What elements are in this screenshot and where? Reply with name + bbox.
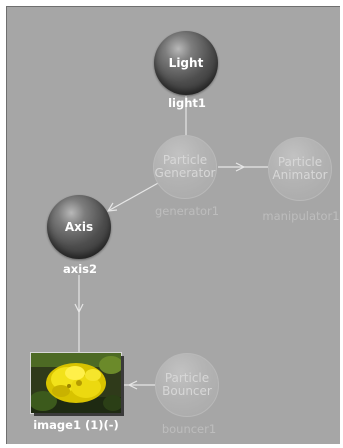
particle-bouncer-caption: bouncer1 [161,422,217,436]
particle-generator-node[interactable]: Particle Generator [153,135,217,199]
wire-arrow-axis [106,202,118,212]
light-node[interactable]: Light [154,31,218,95]
particle-animator-caption: manipulator1 [262,209,340,223]
particle-animator-title: Particle Animator [272,155,328,182]
wire-generator-axis [107,181,161,212]
light-node-caption: light1 [168,96,206,110]
wire-arrow-animator [235,162,246,172]
particle-generator-title: Particle Generator [154,153,216,180]
axis-node[interactable]: Axis [47,195,111,259]
light-node-title: Light [168,56,204,70]
particle-bouncer-node[interactable]: Particle Bouncer [155,353,219,417]
image-node-caption: image1 (1)(-) [33,418,119,432]
image-node[interactable] [31,353,121,413]
axis-node-caption: axis2 [63,262,97,276]
wire-arrow-bouncer [127,380,138,390]
particle-animator-node[interactable]: Particle Animator [268,137,332,201]
particle-bouncer-title: Particle Bouncer [162,371,212,398]
wire-arrow-image [74,303,84,314]
axis-node-title: Axis [64,220,94,234]
yellow-flower-image [31,353,121,413]
particle-generator-caption: generator1 [154,204,220,218]
